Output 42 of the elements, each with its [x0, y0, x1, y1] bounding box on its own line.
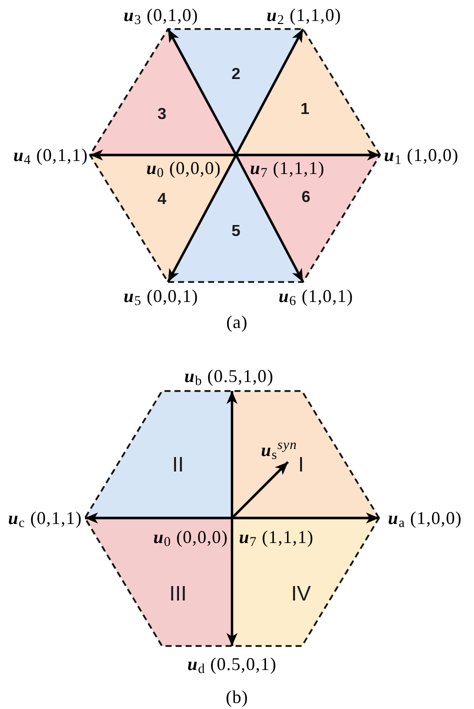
sector-label: III	[169, 584, 187, 604]
sector-label: 3	[158, 107, 166, 123]
vector-label: u$_{0}$ (0,0,0)	[146, 159, 221, 177]
arrow	[234, 154, 304, 283]
vector-label: u$_{3}$ (0,1,0)	[124, 6, 198, 24]
vector-label: u$_{4}$ (0,1,1)	[13, 146, 88, 164]
arrow	[236, 150, 380, 160]
arrow	[166, 154, 238, 283]
vector-label: u$_{1}$ (1,0,0)	[384, 146, 459, 164]
vector-label: u$_{7}$ (1,1,1)	[239, 528, 314, 546]
sector-label: 2	[232, 67, 240, 83]
arrow	[226, 518, 238, 646]
arrow	[226, 391, 238, 518]
arrow	[85, 512, 232, 524]
subfigure-caption: (b)	[226, 688, 248, 706]
sector-label: IV	[291, 584, 311, 604]
vector-label: u$_{a}$ (1,0,0)	[388, 509, 462, 527]
hexagon-sector	[168, 29, 303, 155]
sector-label: 1	[300, 102, 310, 118]
vector-label: u$_{2}$ (1,1,0)	[266, 6, 342, 24]
sector-label: 4	[158, 192, 166, 208]
vector-label: u$_{d}$ (0.5,0,1)	[187, 655, 277, 673]
sector-label: 6	[302, 190, 310, 206]
vector-label: u$_{0}$ (0,0,0)	[153, 528, 228, 546]
vector-label: u$_{6}$ (1,0,1)	[278, 287, 354, 305]
vector-label: u$_{5}$ (0,0,1)	[124, 287, 198, 305]
hexagon-sector	[232, 518, 379, 646]
arrow	[232, 512, 379, 524]
arrow	[234, 28, 304, 156]
arrow	[166, 28, 238, 156]
sector-label: 5	[232, 224, 240, 240]
vector-label: u$_{7}$ (1,1,1)	[250, 159, 325, 177]
hexagon-sector	[232, 391, 379, 518]
sector-label: I	[298, 454, 304, 476]
arrow	[90, 150, 236, 160]
vector-label: u$_{c}$ (0,1,1)	[8, 509, 82, 527]
arrow	[231, 461, 289, 519]
vector-label: u$_{b}$ (0.5,1,0)	[184, 367, 274, 385]
hexagon-sector	[85, 391, 232, 518]
hexagon-sector	[85, 518, 232, 646]
sector-label: II	[172, 454, 184, 476]
subfigure-caption: (a)	[226, 313, 248, 331]
